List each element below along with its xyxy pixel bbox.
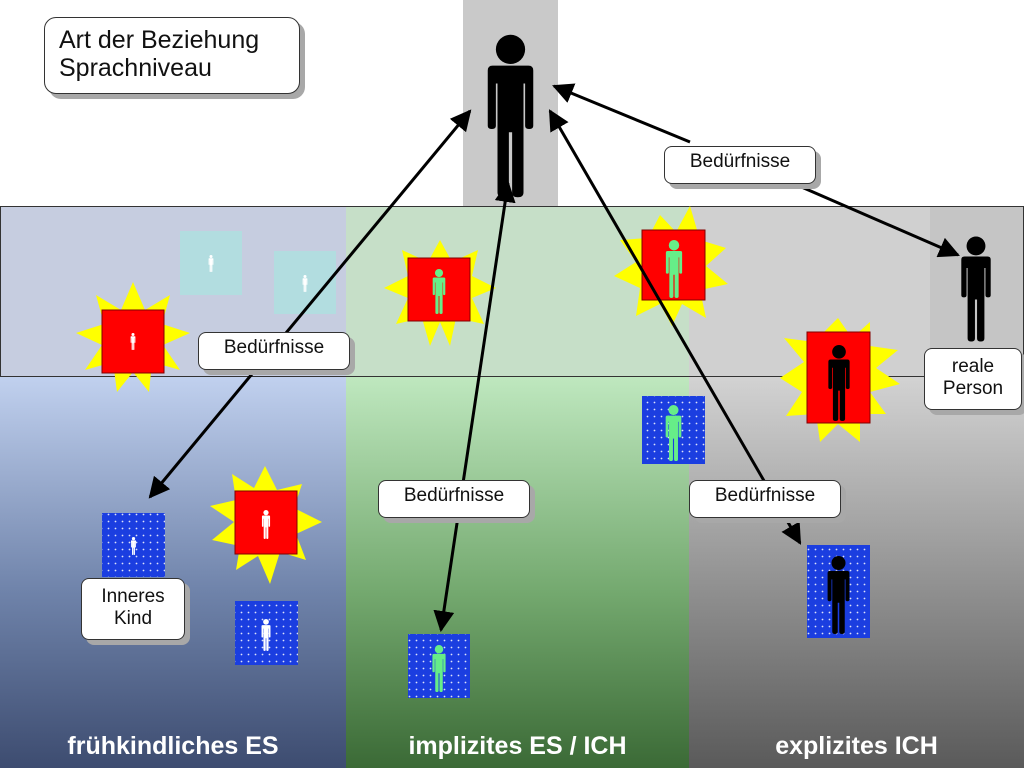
person-icon-real bbox=[961, 236, 991, 342]
inner-child-label: Inneres Kind bbox=[81, 578, 185, 640]
arrow-needs-top bbox=[552, 83, 691, 144]
arrow-implicit bbox=[433, 180, 516, 633]
inner-child-line-1: Inneres bbox=[101, 586, 165, 607]
needs-label-top: Bedürfnisse bbox=[664, 146, 816, 184]
needs-label-right-text: Bedürfnisse bbox=[714, 485, 816, 506]
column-label-es: frühkindliches ES bbox=[67, 732, 279, 760]
arrow-explicit bbox=[548, 109, 802, 545]
title-line-2: Sprachniveau bbox=[59, 54, 212, 82]
title-line-1: Art der Beziehung bbox=[59, 26, 260, 54]
needs-label-top-text: Bedürfnisse bbox=[689, 151, 791, 172]
real-person-line-2: Person bbox=[942, 378, 1004, 399]
arrow-needs-top-to-real bbox=[789, 180, 960, 258]
real-person-line-1: reale bbox=[951, 356, 995, 377]
needs-label-left: Bedürfnisse bbox=[198, 332, 350, 370]
title-box: Art der Beziehung Sprachniveau bbox=[44, 17, 300, 94]
column-label-implicit: implizites ES / ICH bbox=[408, 732, 627, 760]
arrow-es-up bbox=[148, 109, 472, 499]
real-person-label: reale Person bbox=[924, 348, 1022, 410]
needs-label-middle: Bedürfnisse bbox=[378, 480, 530, 518]
needs-label-right: Bedürfnisse bbox=[689, 480, 841, 518]
tile-red bbox=[234, 490, 298, 555]
needs-label-left-text: Bedürfnisse bbox=[223, 337, 325, 358]
inner-child-line-2: Kind bbox=[113, 608, 153, 629]
column-label-explicit: explizites ICH bbox=[775, 732, 938, 760]
person-icon-central bbox=[487, 34, 534, 198]
needs-label-middle-text: Bedürfnisse bbox=[403, 485, 505, 506]
